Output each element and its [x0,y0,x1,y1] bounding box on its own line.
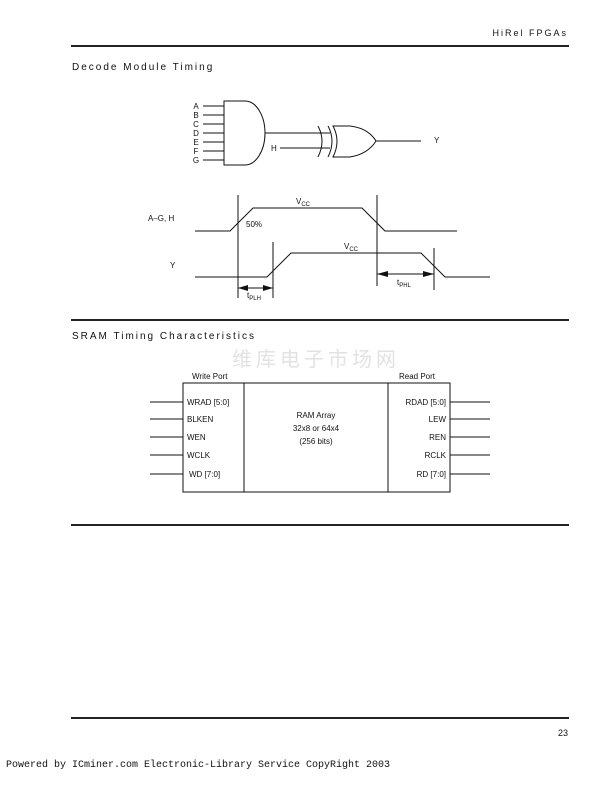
ram-array-bits: (256 bits) [299,437,333,446]
section-title-sram: SRAM Timing Characteristics [72,331,257,342]
footer-credit: Powered by ICminer.com Electronic-Librar… [6,760,391,771]
vcc-label: VCC [296,197,311,208]
gate-input-label: C [193,120,199,129]
vcc-label: VCC [344,242,359,253]
page-number: 23 [557,728,568,738]
gate-h-label: H [271,144,277,153]
xor-gate [332,125,377,158]
section-rule [71,524,569,526]
gate-input-label: B [193,111,198,120]
waveform-inputs [195,207,457,232]
gate-input-label: D [193,129,199,138]
read-signal: RCLK [425,451,447,460]
section-title-decode: Decode Module Timing [72,62,215,73]
ram-array-label: RAM Array [297,411,336,420]
write-signal: WD [7:0] [189,470,220,479]
write-signal: WEN [187,433,206,442]
arrow-icon [263,285,273,291]
read-port-label: Read Port [399,372,436,381]
read-signal: REN [429,433,446,442]
arrow-icon [423,271,434,277]
read-signal: LEW [429,415,447,424]
threshold-label: 50% [246,220,262,229]
read-signal: RDAD [5:0] [406,398,446,407]
gate-output-label: Y [434,136,440,145]
write-signal: WRAD [5:0] [187,398,229,407]
and-input-lines [203,105,224,161]
header-rule [71,45,569,47]
tplh-label: tPLH [247,291,261,302]
gate-input-label: F [194,147,199,156]
write-signal: WCLK [187,451,211,460]
gate-input-label: G [193,156,199,165]
tphl-label: tPHL [397,278,412,289]
header-title: HiRel FPGAs [492,28,568,38]
and-gate [223,100,266,166]
gate-input-label: E [193,138,198,147]
signal-label-inputs: A–G, H [148,214,174,223]
read-signal: RD [7:0] [417,470,446,479]
write-signal: BLKEN [187,415,213,424]
arrow-icon [238,285,248,291]
write-port-label: Write Port [192,372,228,381]
section-rule [71,319,569,321]
footer-rule [71,717,569,719]
watermark: 维库电子市场网 [232,348,400,371]
arrow-icon [377,271,388,277]
ram-array-size: 32x8 or 64x4 [293,424,340,433]
signal-label-y: Y [170,261,176,270]
waveform-y [195,252,490,278]
gate-input-label: A [193,102,199,111]
